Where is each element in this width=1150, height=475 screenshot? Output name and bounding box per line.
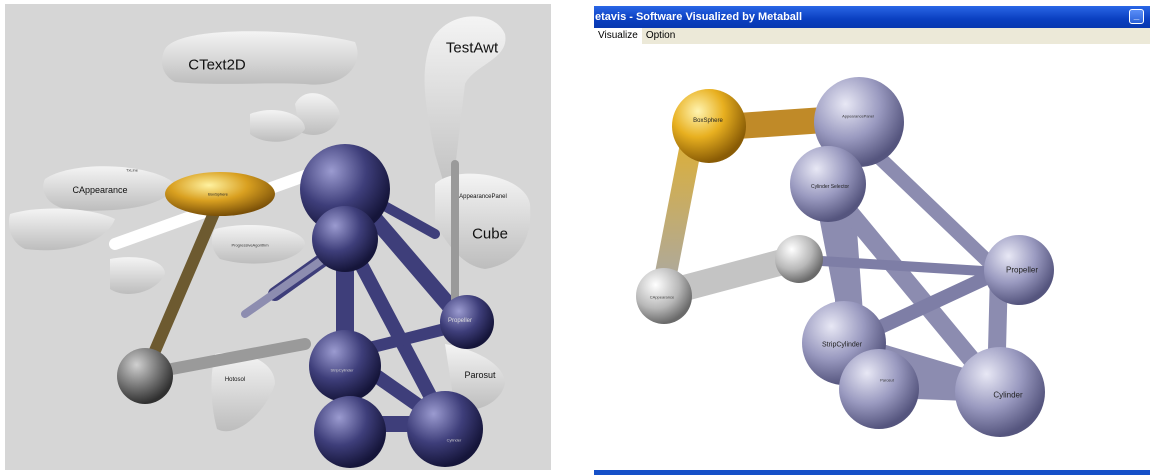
label-boxsphere: BoxSphere (693, 118, 723, 124)
label-cylinder: Cylinder (447, 438, 462, 443)
selector-sphere (312, 206, 378, 272)
boxsphere (672, 89, 746, 163)
gray-sphere (117, 348, 173, 404)
window-bottom-border (594, 470, 1150, 475)
label-cylinder: Cylinder (993, 391, 1022, 400)
right-scene-graphic (594, 44, 1150, 468)
label-hotosol: Hotosol (225, 377, 245, 383)
label-cylinderselector: Cylinder Selector (811, 184, 849, 190)
label-ctext2d: CText2D (188, 57, 246, 74)
label-appearancepanel: AppearancePanel (842, 114, 874, 119)
label-graysphere: CAppearance (650, 295, 674, 300)
parosut-sphere (839, 349, 919, 429)
app-window: etavis - Software Visualized by Metaball… (594, 6, 1150, 475)
minimize-button[interactable]: _ (1129, 9, 1144, 24)
label-progressiveagorithm: ProgressiveAgorithm (231, 243, 268, 248)
label-parosut: Parosut (464, 370, 495, 380)
left-scene-panel: CText2D TestAwt Cube CAppearance Appeara… (5, 4, 551, 470)
label-propeller: Propeller (1006, 266, 1038, 275)
label-stripcylinder: StripCylinder (822, 342, 862, 349)
label-cappearance: CAppearance (72, 185, 127, 195)
title-bar: etavis - Software Visualized by Metaball… (594, 6, 1150, 28)
cylinder-left-sphere (407, 391, 483, 467)
stripcylinder-sphere (309, 330, 381, 402)
label-boxsphere: BoxSphere (208, 192, 228, 197)
menu-visualize[interactable]: Visualize (594, 28, 642, 44)
label-propeller: Propeller (448, 318, 472, 324)
label-textline: TxLine (126, 168, 138, 173)
window-title: etavis - Software Visualized by Metaball (595, 11, 802, 23)
label-parosut: Parosut (880, 378, 894, 383)
label-stripcylinder: StripCylinder (331, 368, 354, 373)
label-testawt: TestAwt (446, 40, 498, 57)
gray-junction (775, 235, 823, 283)
label-appearancepanel: AppearancePanel (459, 194, 507, 200)
visualization-canvas[interactable]: BoxSphere AppearancePanel Cylinder Selec… (594, 44, 1150, 468)
left-scene-graphic (5, 4, 551, 470)
menu-option[interactable]: Option (642, 28, 679, 44)
label-cube: Cube (472, 226, 508, 243)
bottom-sphere (314, 396, 386, 468)
